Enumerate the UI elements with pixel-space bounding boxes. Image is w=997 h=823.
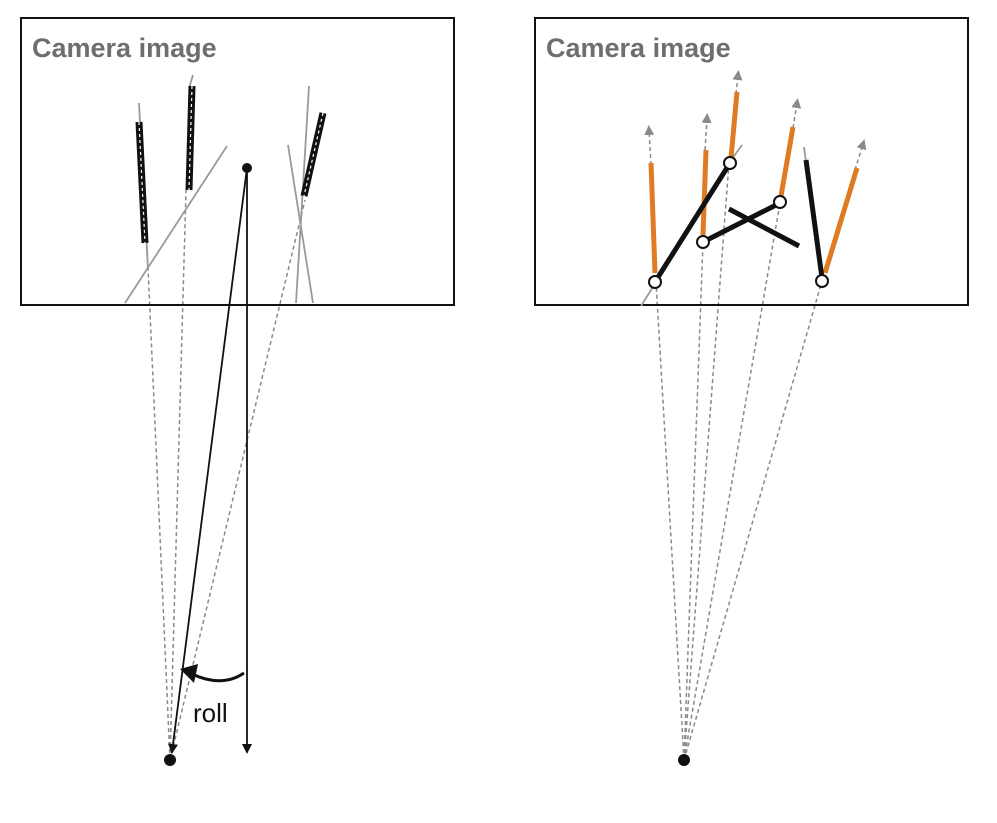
right-camera-image-frame [534, 17, 969, 306]
right-up-arrow-2 [701, 113, 712, 151]
right-up-arrow-3 [732, 70, 743, 95]
orange-stick-4 [778, 126, 796, 197]
right-up-arrow-5 [854, 139, 867, 171]
left-detected-sticks [135, 85, 327, 244]
left-panel-title: Camera image [32, 33, 217, 63]
right-panel-title: Camera image [546, 33, 731, 63]
right-up-arrow-4 [791, 98, 802, 129]
left-stick-2 [185, 85, 196, 191]
right-grey-line-2 [803, 146, 807, 163]
right-orange-sticks [648, 91, 860, 274]
left-ray-3 [169, 199, 306, 761]
roll-curved-arrow [191, 671, 245, 683]
left-grey-line-3 [188, 74, 194, 89]
right-ray-1 [655, 281, 685, 761]
right-keypoints [648, 156, 829, 289]
right-projection-rays [655, 162, 823, 761]
left-ray-1 [146, 244, 171, 761]
right-direction-arrows [644, 70, 867, 171]
orange-stick-1 [648, 162, 658, 274]
left-grey-line-1 [124, 145, 228, 304]
left-stick-3-dash [303, 112, 324, 197]
left-grey-lines [124, 74, 314, 304]
right-ray-3 [683, 162, 730, 761]
orange-stick-3 [728, 91, 740, 159]
right-up-arrow-1 [644, 125, 655, 166]
black-segment-2 [701, 200, 782, 245]
roll-arrow-head [180, 664, 198, 683]
left-camera-image-frame [20, 17, 455, 306]
left-panel: Camera image roll [20, 17, 455, 766]
orange-stick-5 [822, 167, 860, 274]
right-ray-4 [683, 202, 781, 761]
keypoint-3 [723, 156, 737, 170]
right-panel: Camera image [534, 17, 969, 766]
black-segment-1 [652, 161, 733, 284]
black-segment-3 [727, 206, 801, 249]
right-ray-2 [683, 241, 704, 761]
right-ray-5 [683, 280, 823, 761]
keypoint-4 [773, 195, 787, 209]
right-camera-center-point [678, 754, 690, 766]
black-segment-4 [803, 159, 825, 279]
roll-label: roll [193, 698, 228, 728]
right-black-segments [652, 159, 825, 284]
left-camera-center-point [164, 754, 176, 766]
rolled-direction-arrow [168, 167, 248, 754]
keypoint-5 [815, 274, 829, 288]
orange-stick-2 [700, 149, 709, 236]
keypoint-2 [696, 235, 710, 249]
left-ray-2 [169, 189, 187, 761]
keypoint-1 [648, 275, 662, 289]
left-stick-1-dash [138, 121, 146, 244]
left-stick-2-dash [188, 85, 193, 191]
left-projection-rays [146, 189, 306, 761]
